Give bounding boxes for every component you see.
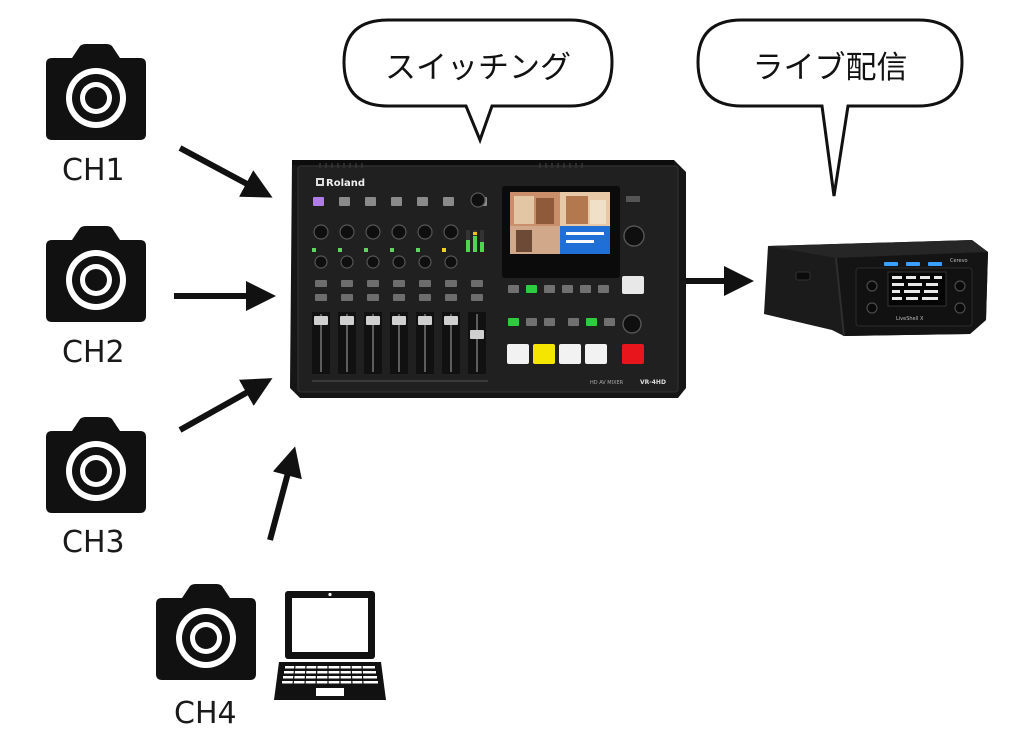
camera-icon (46, 44, 146, 140)
encoder-brand: Cerevo (950, 258, 968, 264)
streaming-encoder: Cerevo LiveShell X (764, 240, 988, 337)
bubble-switching-text: スイッチング (385, 50, 571, 86)
bubble-live-text: ライブ配信 (752, 50, 908, 86)
bubble-switching (342, 18, 614, 145)
video-switcher: Roland (290, 160, 686, 398)
channel-label-ch2: CH2 (62, 335, 125, 370)
encoder-model: LiveShell X (896, 316, 924, 322)
switcher-brand: Roland (326, 178, 365, 189)
channel-label-ch3: CH3 (62, 525, 125, 560)
arrow-ch1 (178, 145, 273, 198)
arrow-ch4 (267, 446, 302, 541)
camera-icon (156, 584, 256, 680)
switcher-type: HD AV MIXER (590, 380, 624, 386)
camera-icon (46, 417, 146, 513)
channel-label-ch4: CH4 (174, 696, 237, 731)
laptop-icon (274, 591, 386, 700)
switcher-model: VR-4HD (640, 379, 666, 386)
arrow-ch3 (178, 378, 273, 433)
bubble-live (696, 18, 964, 197)
camera-icon (46, 226, 146, 322)
channel-label-ch1: CH1 (62, 153, 125, 188)
